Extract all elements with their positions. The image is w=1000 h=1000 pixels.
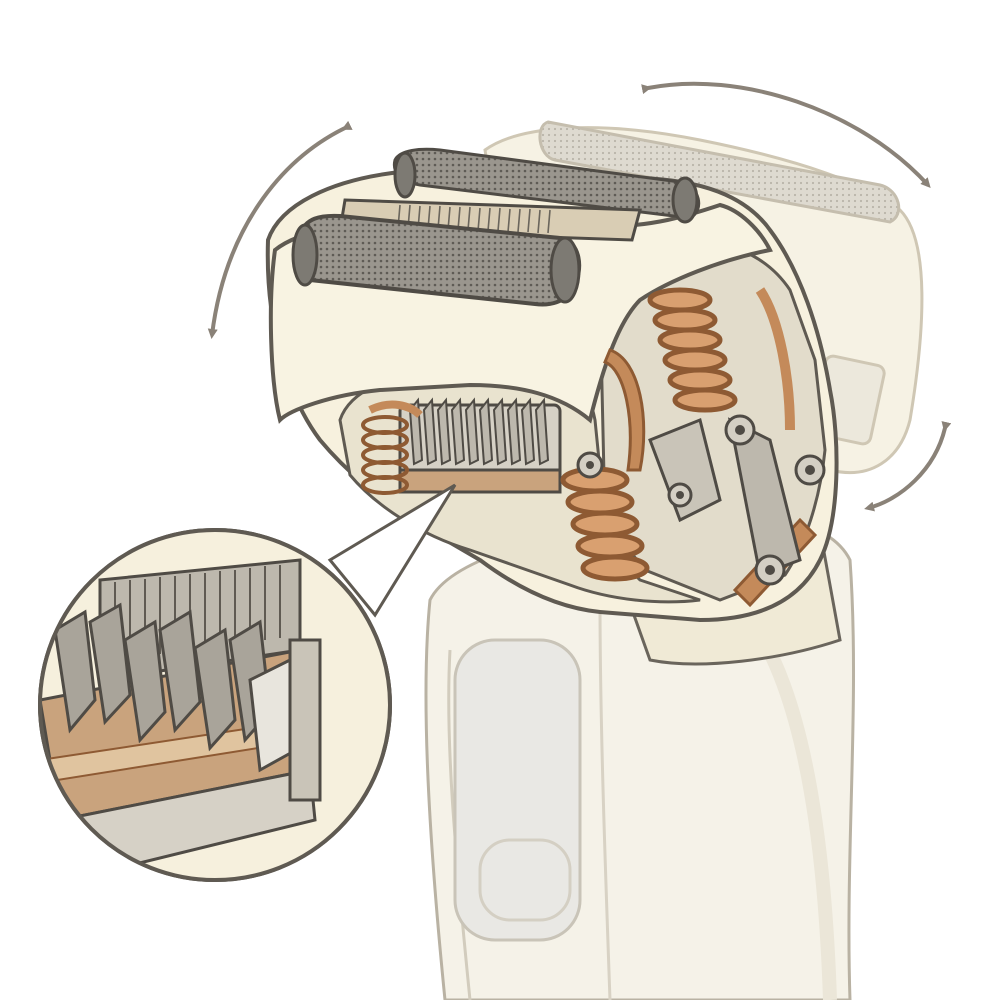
suspension-mechanism [560,287,826,608]
handle-grip-panel [453,638,582,942]
handle-button-outline [478,838,572,922]
internal-blade-block [361,397,562,495]
motion-arrows [207,81,952,512]
curved-double-arrow-icon [641,81,931,188]
lower-spring [560,466,650,582]
curved-double-arrow-icon [207,120,353,339]
upper-spring [647,287,738,413]
curved-double-arrow-icon [864,421,952,512]
magnified-blade-detail [38,528,392,882]
foil-cutters [291,147,701,307]
callout-pointer [327,483,457,618]
left-spring [361,415,409,495]
